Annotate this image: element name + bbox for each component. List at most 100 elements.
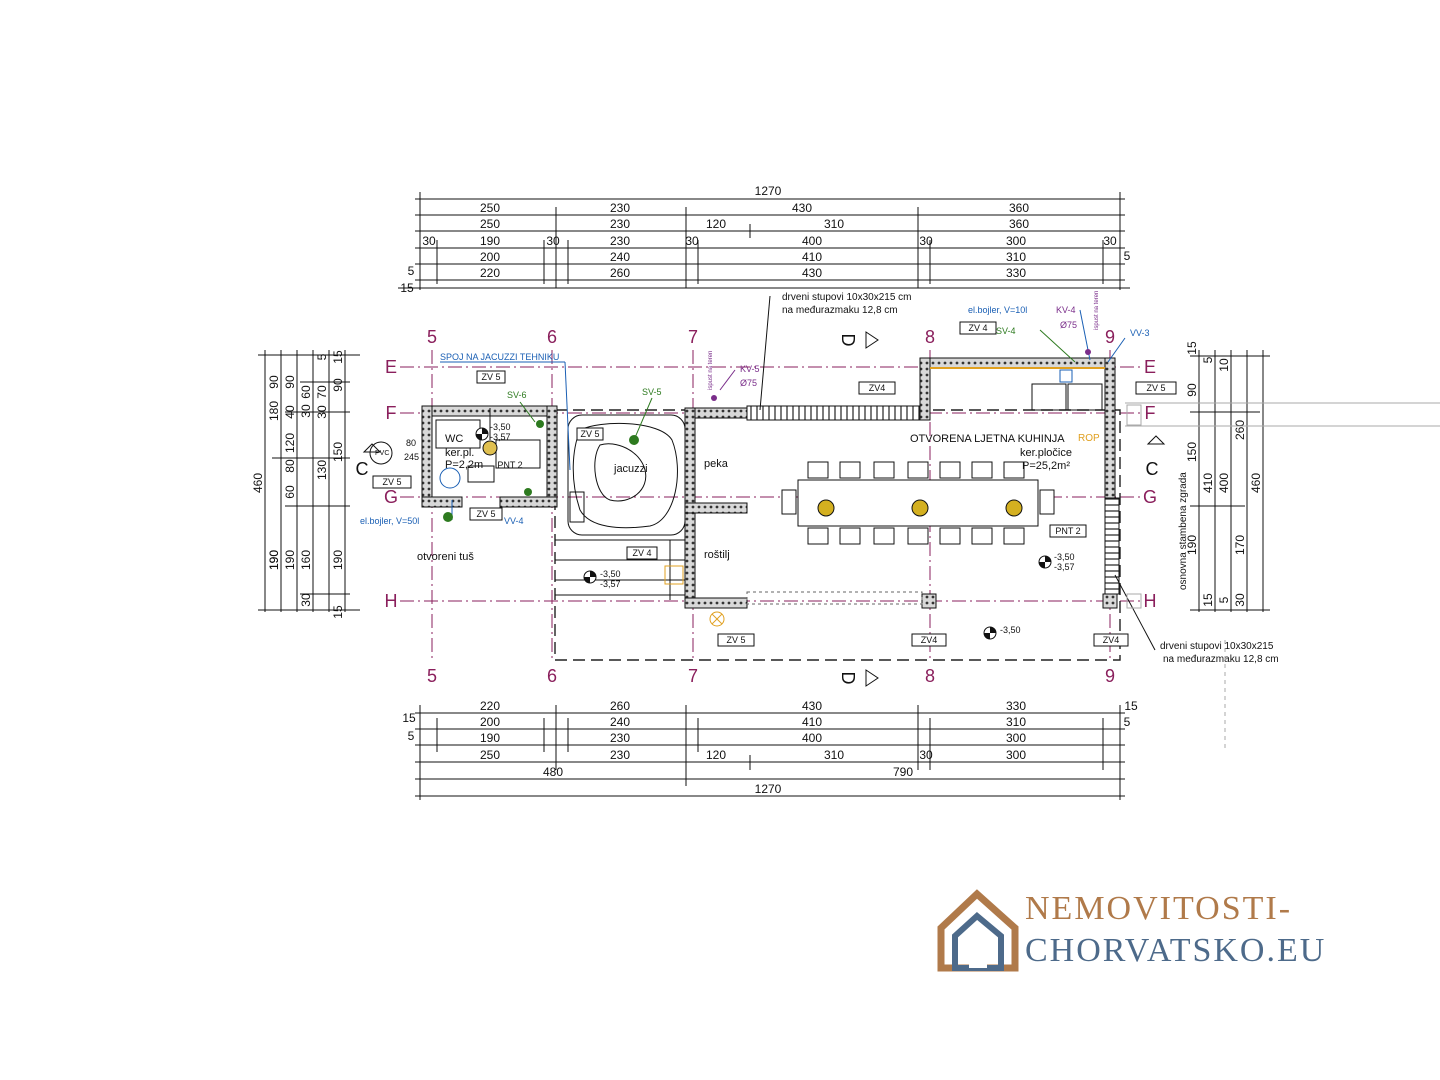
house-logo-icon bbox=[937, 889, 1019, 972]
note-stupovi: drveni stupovi 10x30x215 bbox=[1160, 641, 1274, 652]
dim-label: 120 bbox=[283, 433, 297, 453]
room-floor-kitchen: ker.pločice bbox=[1020, 447, 1072, 459]
dim-label: 190 bbox=[480, 234, 500, 248]
dim-label: 5 bbox=[1217, 596, 1231, 603]
dim-label: 250 bbox=[480, 201, 500, 215]
axis-label: F bbox=[1145, 403, 1156, 423]
axis-labels-left: E F C G H bbox=[356, 357, 399, 611]
note-spoj: SPOJ NA JACUZZI TEHNIKU bbox=[440, 352, 559, 362]
dim-label: 260 bbox=[610, 699, 630, 713]
note-kv: KV-4 bbox=[1056, 305, 1076, 315]
dim-label: 15 bbox=[1185, 341, 1199, 355]
room-name-kitchen: OTVORENA LJETNA KUHINJA bbox=[910, 433, 1065, 445]
dim-label: 90 bbox=[1185, 383, 1199, 397]
dim-label: 260 bbox=[1233, 420, 1247, 440]
drain-points bbox=[369, 349, 1091, 627]
dim-overall-bottom: 1270 bbox=[755, 782, 782, 796]
dim-label: 30 bbox=[315, 405, 329, 419]
note-stupovi: na međurazmaku 12,8 cm bbox=[782, 305, 898, 316]
dim-label: 430 bbox=[802, 266, 822, 280]
dim-label: 30 bbox=[919, 748, 933, 762]
top-dimension-chains bbox=[398, 192, 1130, 290]
level-value: -3,50 bbox=[1054, 552, 1075, 562]
dim-label: 30 bbox=[546, 234, 560, 248]
tag-zv: ZV 5 bbox=[481, 372, 500, 382]
note-ispust: ispust na teren bbox=[1094, 291, 1100, 330]
dim-label: 40 bbox=[283, 405, 297, 419]
dim-label: 30 bbox=[685, 234, 699, 248]
note-bojler: el.bojler, V=10l bbox=[968, 305, 1027, 315]
left-dim-labels: 460 180 190 90 90 60 30 70 90 150 190 19… bbox=[251, 350, 345, 619]
tag-zv: ZV 5 bbox=[726, 635, 745, 645]
level-value: -3,50 bbox=[1000, 625, 1021, 635]
dim-label: 5 bbox=[408, 729, 415, 743]
dim-label: 400 bbox=[802, 234, 822, 248]
top-dim-row3: 30 190 30 230 30 400 30 300 30 bbox=[422, 234, 1117, 248]
axis-label: G bbox=[1143, 487, 1157, 507]
axis-label: E bbox=[1144, 357, 1156, 377]
note-kv: Ø75 bbox=[740, 378, 757, 388]
dim-label: 190 bbox=[267, 550, 281, 570]
tag-zv: ZV 5 bbox=[1146, 383, 1165, 393]
tag-zv: ZV4 bbox=[869, 383, 886, 393]
dim-label: 15 bbox=[331, 605, 345, 619]
dim-label: 300 bbox=[1006, 748, 1026, 762]
dim-label: 120 bbox=[706, 217, 726, 231]
dim-label: 30 bbox=[299, 404, 313, 418]
room-floor-wc: ker.pl. bbox=[445, 447, 474, 459]
dim-label: 410 bbox=[802, 250, 822, 264]
bottom-dim-row3: 190 230 400 300 bbox=[480, 731, 1026, 745]
dim-label: 200 bbox=[480, 715, 500, 729]
axis-labels-top: 5 6 7 8 9 bbox=[427, 327, 1115, 347]
dim-label: 250 bbox=[480, 217, 500, 231]
room-name-jacuzzi: jacuzzi bbox=[613, 463, 648, 475]
note-kv: Ø75 bbox=[1060, 320, 1077, 330]
dim-label: 190 bbox=[480, 731, 500, 745]
tag-pnt: PNT 2 bbox=[497, 460, 522, 470]
dim-label: 170 bbox=[1233, 535, 1247, 555]
dim-label: 15 bbox=[400, 281, 414, 295]
tag-zv: ZV 4 bbox=[968, 323, 987, 333]
tag-zv: ZV 4 bbox=[632, 548, 651, 558]
annotations: drveni stupovi 10x30x215 cm na međurazma… bbox=[360, 291, 1279, 665]
room-area-kitchen: P=25,2m² bbox=[1022, 460, 1070, 472]
jacuzzi bbox=[567, 414, 686, 536]
section-mark: D bbox=[838, 334, 858, 347]
room-name-wc: WC bbox=[445, 433, 463, 445]
axis-label: E bbox=[385, 357, 397, 377]
dim-label: 30 bbox=[1103, 234, 1117, 248]
dim-label: 230 bbox=[610, 731, 630, 745]
note-vv: VV-3 bbox=[1130, 328, 1150, 338]
note-sv: SV-5 bbox=[642, 387, 662, 397]
pendant-lights bbox=[817, 499, 1023, 517]
note-sv: SV-6 bbox=[507, 390, 527, 400]
logo-text-line1: NEMOVITOSTI- bbox=[1025, 890, 1293, 927]
dim-label: 300 bbox=[1006, 234, 1026, 248]
dim-note: 80 bbox=[406, 438, 416, 448]
dim-label: 790 bbox=[893, 765, 913, 779]
room-name-rostilj: roštilj bbox=[704, 549, 730, 561]
bottom-dimension-chains bbox=[415, 705, 1125, 800]
note-adjacent-building: osnovna stambena zgrada bbox=[1178, 472, 1189, 590]
dim-label: 150 bbox=[331, 442, 345, 462]
right-dimension-chains bbox=[1190, 350, 1270, 612]
note-vv: VV-4 bbox=[504, 516, 524, 526]
axis-label: 7 bbox=[688, 666, 698, 686]
axis-label: 6 bbox=[547, 666, 557, 686]
tag-zv: ZV4 bbox=[921, 635, 938, 645]
section-mark: D bbox=[838, 672, 858, 685]
dim-label: 260 bbox=[610, 266, 630, 280]
top-dim-overall: 1270 bbox=[755, 184, 782, 198]
tag-zv: ZV 5 bbox=[476, 509, 495, 519]
dim-label: 410 bbox=[802, 715, 822, 729]
note-stupovi: na međurazmaku 12,8 cm bbox=[1163, 654, 1279, 665]
dim-label: 70 bbox=[315, 385, 329, 399]
dim-label: 410 bbox=[1201, 473, 1215, 493]
axis-label: 5 bbox=[427, 327, 437, 347]
dim-label: 160 bbox=[299, 550, 313, 570]
bottom-dim-row4: 250 230 120 310 30 300 bbox=[480, 748, 1026, 762]
axis-label: 9 bbox=[1105, 327, 1115, 347]
dim-label: 220 bbox=[480, 699, 500, 713]
axis-label: H bbox=[385, 591, 398, 611]
